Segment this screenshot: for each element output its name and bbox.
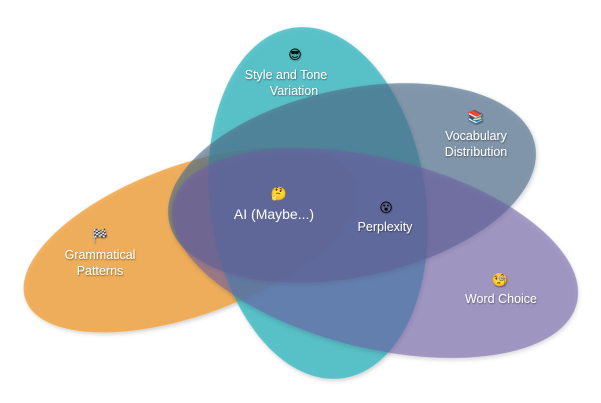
vocab-label-line-2: Distribution [445,145,508,159]
sunglasses-icon: 😎 [288,48,302,63]
checkered-flag-icon: 🏁 [92,228,108,244]
center-label-group: 🤔 AI (Maybe...) [234,186,314,222]
perplexity-label: Perplexity [358,220,414,234]
center-label: AI (Maybe...) [234,206,314,222]
grammar-label-line-1: Grammatical [65,248,136,262]
style-label-group: 😎 Style and Tone Variation [245,48,328,98]
style-label-line-2: Variation [270,84,318,98]
word-ellipse [171,147,579,359]
books-icon: 📚 [468,109,484,125]
word-choice-label: Word Choice [465,292,537,306]
monocle-face-icon: 🧐 [492,272,508,288]
grammar-label-line-2: Patterns [77,264,124,278]
vocab-label-line-1: Vocabulary [445,129,508,143]
word-label-group: 🧐 Word Choice [465,272,537,306]
style-label-line-1: Style and Tone [245,68,328,82]
astonished-face-icon: 😮 [379,201,393,216]
vocab-label-group: 📚 Vocabulary Distribution [445,109,508,159]
grammar-label-group: 🏁 Grammatical Patterns [65,228,136,278]
perplexity-label-group: 😮 Perplexity [358,201,414,234]
thinking-face-icon: 🤔 [271,186,287,202]
